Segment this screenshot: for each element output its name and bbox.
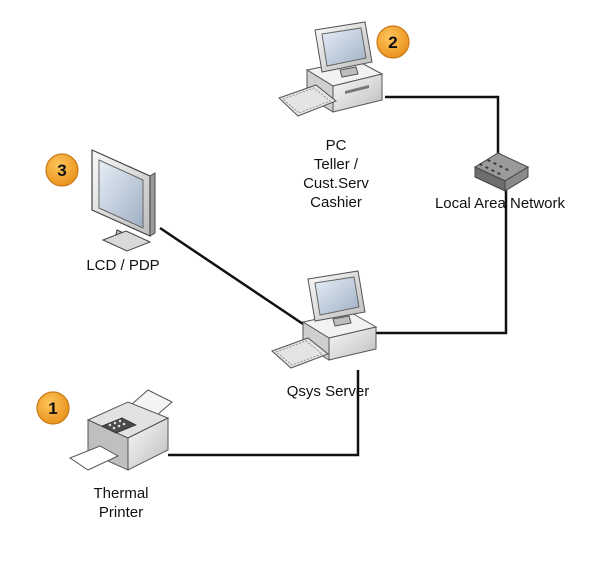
pc-label: PC Teller / Cust.Serv Cashier [286,136,386,212]
lcd-label: LCD / PDP [86,257,160,274]
link-lan-to-server [376,188,508,335]
lcd-monitor-icon [91,149,156,252]
lcd-display[interactable]: 3 [45,149,156,252]
server-label: Qsys Server [286,383,370,400]
printer-label-line-2: Printer [98,504,144,521]
pc-label-line-1: PC [325,137,347,154]
thermal-printer[interactable]: 1 [36,389,173,471]
network-switch-icon [473,152,530,192]
badge-3-text: 3 [57,161,66,180]
link-lcd-to-server [159,226,304,326]
pc-label-line-2: Teller / [313,156,359,173]
link-printer-to-server [168,370,360,457]
connection-lines [159,95,508,457]
lan-label: Local Area Network [434,195,566,212]
printer-label: Thermal Printer [66,484,176,522]
badge-3: 3 [45,153,79,187]
badge-2-text: 2 [388,33,397,52]
lan-switch[interactable] [473,152,530,192]
printer-label-line-1: Thermal [93,485,149,502]
thermal-printer-icon [68,389,173,471]
badge-2: 2 [376,25,410,59]
server-computer-icon [271,270,378,369]
badge-1: 1 [36,391,70,425]
desktop-computer-icon [278,21,384,117]
pc-label-line-3: Cust.Serv [303,175,369,192]
badge-1-text: 1 [48,399,57,418]
pc-label-line-4: Cashier [310,194,362,211]
link-pc-to-lan [385,95,500,155]
qsys-server[interactable] [271,270,378,369]
pc-computer[interactable]: 2 [278,21,410,117]
